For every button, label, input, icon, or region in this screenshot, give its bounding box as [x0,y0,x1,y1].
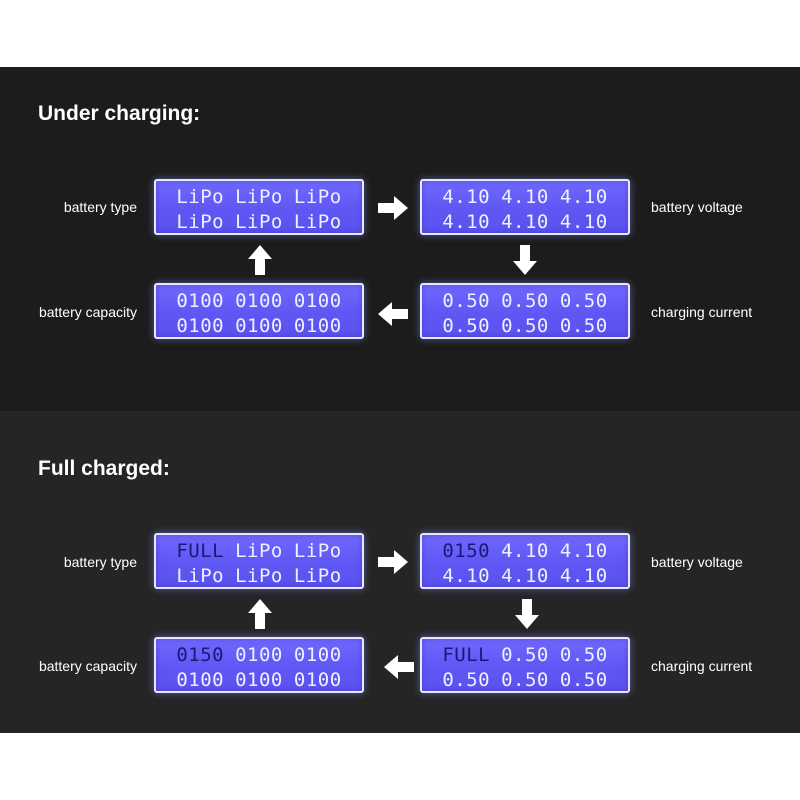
lcd-cell: 0100 [235,315,283,337]
lcd-row: 0100 0100 0100 [156,668,362,693]
lcd-cell: 4.10 [559,565,608,587]
arrow-left-icon [384,655,414,679]
section-title: Under charging: [38,102,201,125]
lcd-row: 0.50 0.50 0.50 [422,314,628,339]
lcd-cell: LiPo [176,565,225,587]
lcd-cell: 4.10 [501,186,549,208]
lcd-cell: 0100 [176,290,225,312]
lcd-cell: 0.50 [501,644,549,666]
lcd-cell: 0100 [293,669,342,691]
lcd-cell: 4.10 [559,211,608,233]
battery-type-label: battery type [63,554,137,570]
arrow-down-icon [515,599,539,629]
section-title: Full charged: [38,457,170,480]
battery-type-label: battery type [63,199,137,215]
lcd-cell: 0100 [176,315,225,337]
charging-current-display: FULL 0.50 0.50 0.50 0.50 0.50 [420,637,630,693]
lcd-cell: 4.10 [442,186,491,208]
lcd-row: 0.50 0.50 0.50 [422,289,628,314]
battery-voltage-label: battery voltage [651,554,743,570]
charging-current-label: charging current [651,304,753,320]
lcd-cell: 0100 [235,290,283,312]
charging-current-label: charging current [651,658,753,674]
lcd-cell: 0100 [176,669,225,691]
lcd-cell: LiPo [235,540,283,562]
lcd-cell: LiPo [235,211,283,233]
battery-capacity-display: 0150 0100 0100 0100 0100 0100 [154,637,364,693]
lcd-row: LiPo LiPo LiPo [156,564,362,589]
lcd-row: 0150 0100 0100 [156,643,362,668]
battery-voltage-display: 0150 4.10 4.10 4.10 4.10 4.10 [420,533,630,589]
battery-capacity-label: battery capacity [38,304,137,320]
lcd-row: 0150 4.10 4.10 [422,539,628,564]
lcd-cell: 0.50 [559,644,608,666]
lcd-cell: LiPo [176,186,225,208]
lcd-cell-highlight: 0150 [176,644,225,666]
lcd-cell: LiPo [293,565,342,587]
lcd-cell: 4.10 [442,565,491,587]
lcd-row: FULL 0.50 0.50 [422,643,628,668]
arrow-left-icon [378,302,408,326]
lcd-cell: LiPo [293,540,342,562]
lcd-row: 4.10 4.10 4.10 [422,185,628,210]
lcd-cell: LiPo [176,211,225,233]
arrow-up-icon [248,599,272,629]
lcd-cell: 4.10 [501,565,549,587]
lcd-row: 0100 0100 0100 [156,289,362,314]
battery-capacity-label: battery capacity [38,658,137,674]
lcd-cell: 0100 [293,315,342,337]
arrow-right-icon [378,550,408,574]
lcd-cell: 0.50 [442,669,491,691]
full-charged-section: Full charged: battery type FULL LiPo LiP… [0,411,800,733]
lcd-cell: 4.10 [501,540,549,562]
arrow-up-icon [248,245,272,275]
lcd-cell: 4.10 [559,540,608,562]
lcd-row: FULL LiPo LiPo [156,539,362,564]
lcd-cell: 0.50 [559,290,608,312]
battery-capacity-display: 0100 0100 0100 0100 0100 0100 [154,283,364,339]
lcd-row: 0100 0100 0100 [156,314,362,339]
lcd-cell: LiPo [293,211,342,233]
arrow-right-icon [378,196,408,220]
lcd-cell: 0100 [235,644,283,666]
lcd-row: LiPo LiPo LiPo [156,210,362,235]
battery-voltage-label: battery voltage [651,199,743,215]
lcd-row: 4.10 4.10 4.10 [422,564,628,589]
lcd-cell: LiPo [235,186,283,208]
lcd-cell-highlight: 0150 [442,540,491,562]
lcd-row: LiPo LiPo LiPo [156,185,362,210]
lcd-cell: 0.50 [442,290,491,312]
lcd-cell: 0.50 [559,669,608,691]
under-charging-section: Under charging: battery type LiPo LiPo L… [0,67,800,411]
lcd-cell-highlight: FULL [176,540,225,562]
lcd-cell: 4.10 [559,186,608,208]
lcd-cell: 0100 [293,290,342,312]
lcd-cell: 4.10 [501,211,549,233]
lcd-cell: LiPo [293,186,342,208]
lcd-cell: 0.50 [501,290,549,312]
battery-voltage-display: 4.10 4.10 4.10 4.10 4.10 4.10 [420,179,630,235]
lcd-cell: 0100 [293,644,342,666]
arrow-down-icon [513,245,537,275]
lcd-cell-highlight: FULL [442,644,491,666]
lcd-cell: LiPo [235,565,283,587]
lcd-cell: 0.50 [501,669,549,691]
lcd-cell: 4.10 [442,211,491,233]
charging-current-display: 0.50 0.50 0.50 0.50 0.50 0.50 [420,283,630,339]
battery-type-display: LiPo LiPo LiPo LiPo LiPo LiPo [154,179,364,235]
lcd-cell: 0.50 [442,315,491,337]
lcd-row: 0.50 0.50 0.50 [422,668,628,693]
battery-type-display: FULL LiPo LiPo LiPo LiPo LiPo [154,533,364,589]
lcd-cell: 0.50 [559,315,608,337]
lcd-cell: 0100 [235,669,283,691]
lcd-cell: 0.50 [501,315,549,337]
lcd-row: 4.10 4.10 4.10 [422,210,628,235]
